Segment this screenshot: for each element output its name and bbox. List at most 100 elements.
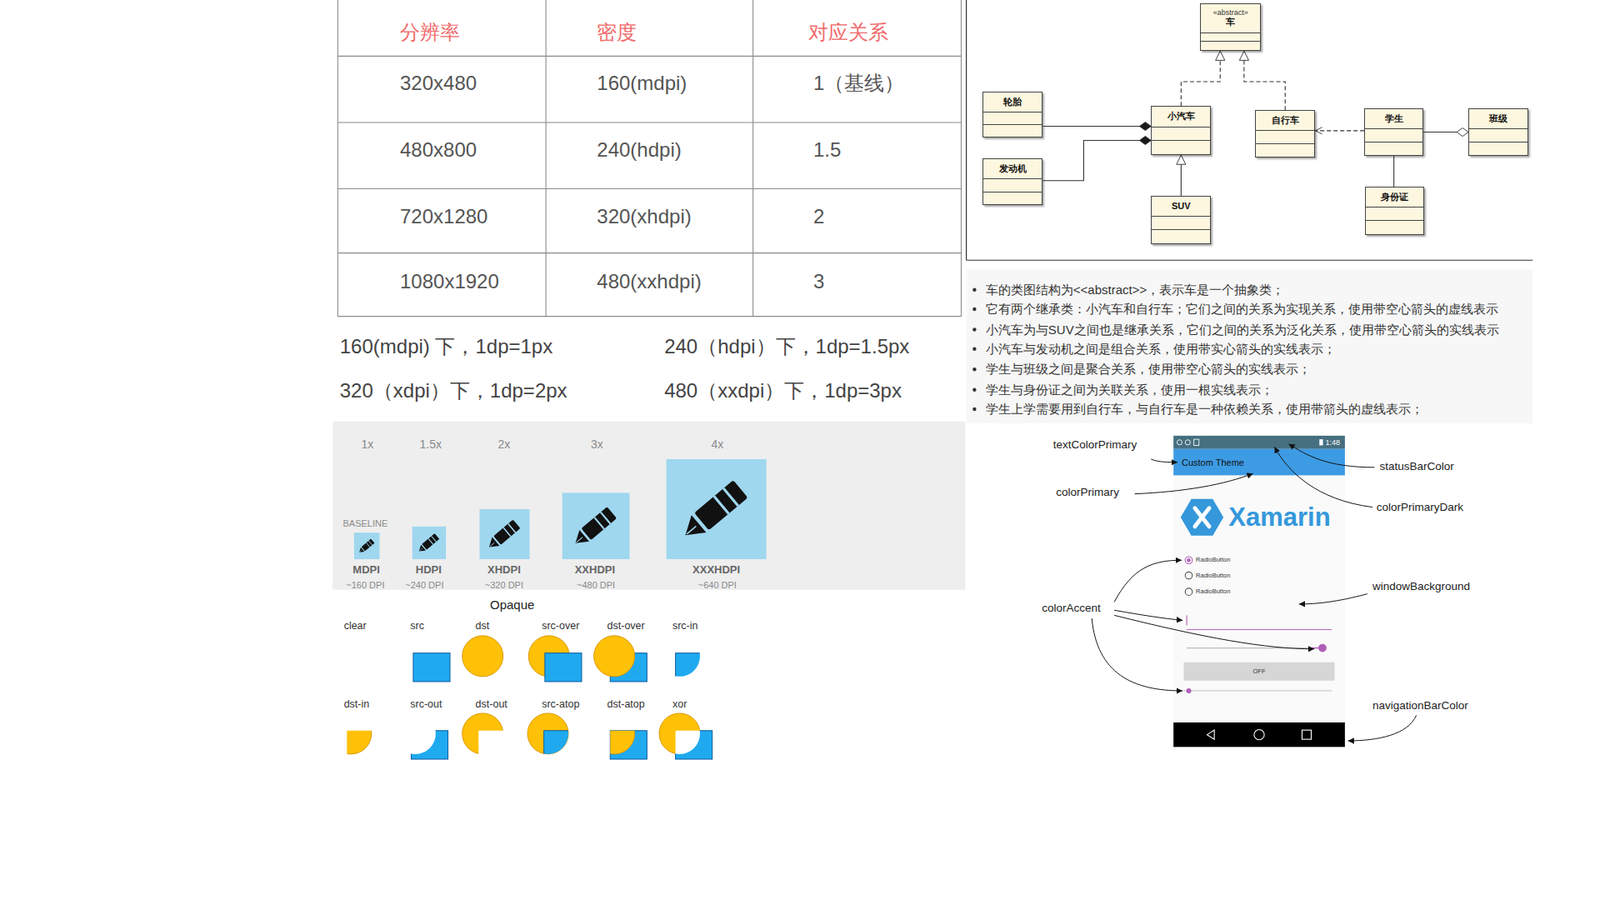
phone-screenshot — [1185, 571, 1193, 580]
class-header: 学生 — [1365, 109, 1423, 129]
phone-screenshot — [1176, 440, 1182, 445]
class-header: «abstract»车 — [1200, 4, 1260, 33]
note-line: 学生与身份证之间为关联关系，使用一根实线表示； — [985, 382, 1274, 397]
class-header: 自行车 — [1255, 110, 1315, 130]
scale-label: 4x — [710, 437, 724, 451]
class-compartment — [1365, 206, 1424, 220]
callout-label: statusBarColor — [1380, 460, 1455, 474]
dpi-value: ~480 DPI — [576, 579, 615, 590]
density-panel — [485, 520, 521, 552]
class-box: SUV — [1150, 195, 1211, 245]
class-name: 车 — [1225, 16, 1235, 28]
bucket-name: XHDPI — [487, 564, 521, 577]
class-compartment — [983, 124, 1042, 137]
leader-line — [1289, 444, 1375, 468]
callout-label: textColorPrimary — [1053, 438, 1138, 452]
leader-line — [1348, 715, 1417, 741]
class-box: 学生 — [1364, 108, 1424, 157]
class-name: 班级 — [1489, 113, 1508, 125]
leader-line — [1114, 560, 1182, 602]
uml-connector — [1042, 140, 1151, 180]
density-panel — [354, 532, 380, 560]
density-note: 240（hdpi）下，1dp=1.5px — [664, 335, 910, 360]
blend-samples — [462, 713, 504, 755]
stereotype-text: «abstract» — [1213, 8, 1249, 18]
class-compartment — [1200, 40, 1260, 50]
blend-name: dst-out — [475, 698, 508, 710]
leader-line — [1114, 610, 1183, 620]
uml-frame — [966, 260, 1534, 261]
phone-screenshot — [1186, 615, 1188, 625]
table-cell: 320x480 — [400, 72, 477, 96]
notes-panel — [972, 407, 976, 411]
notes-panel — [972, 288, 976, 292]
blend-name: src-atop — [541, 698, 580, 710]
uml-connector — [1423, 131, 1469, 133]
class-compartment — [1151, 126, 1210, 141]
class-compartment — [983, 111, 1042, 125]
phone-screenshot — [1173, 722, 1345, 747]
class-name: 发动机 — [999, 163, 1027, 175]
density-panel — [416, 533, 440, 555]
table-grid — [337, 252, 961, 254]
leader-line — [1091, 444, 1416, 741]
class-name: 学生 — [1385, 113, 1404, 125]
blend-samples — [462, 635, 504, 677]
note-line: 小汽车与发动机之间是组合关系，使用带实心箭头的实线表示； — [985, 341, 1336, 356]
phone-screenshot — [1186, 558, 1190, 562]
uml-connector — [1244, 50, 1285, 110]
density-note: 160(mdpi) 下，1dp=1px — [340, 335, 553, 360]
callout-label: windowBackground — [1372, 580, 1470, 594]
blend-samples — [410, 730, 448, 760]
column-header: 分辨率 — [400, 20, 460, 45]
blend-samples — [527, 713, 581, 760]
blend-name: src-out — [410, 698, 442, 710]
dpi-value: ~640 DPI — [698, 579, 737, 590]
callout-label: colorPrimary — [1055, 486, 1120, 500]
class-compartment — [1151, 215, 1210, 230]
class-name: 轮胎 — [1003, 96, 1022, 108]
leader-line — [1114, 615, 1315, 649]
scale-label: 1.5x — [420, 437, 442, 451]
phone-screenshot — [1194, 439, 1200, 445]
bucket-name: XXHDPI — [575, 564, 615, 577]
table-cell: 240(hdpi) — [596, 138, 681, 162]
column-header: 对应关系 — [808, 20, 889, 45]
class-compartment — [1469, 141, 1528, 155]
class-compartment — [1365, 141, 1423, 155]
phone-screenshot — [1301, 730, 1311, 740]
uml-connector — [1393, 155, 1395, 187]
phone-screenshot — [1185, 556, 1193, 565]
density-panel — [678, 480, 749, 544]
blend-name: src-in — [672, 619, 699, 631]
blend-samples — [594, 635, 648, 682]
blend-name: xor — [672, 698, 687, 710]
class-header: 发动机 — [983, 159, 1042, 179]
leader-line — [1274, 446, 1373, 507]
blend-title: Opaque — [490, 597, 535, 612]
class-box: 班级 — [1468, 108, 1529, 157]
class-header: 小汽车 — [1151, 106, 1210, 126]
blend-name: dst-over — [607, 619, 645, 631]
table-grid — [337, 188, 961, 190]
table-cell: 160(mdpi) — [596, 72, 687, 96]
scale-label: 3x — [590, 437, 604, 451]
phone-screenshot — [1173, 435, 1345, 747]
table-cell: 320(xhdpi) — [596, 205, 691, 229]
table-cell: 3 — [813, 270, 825, 294]
note-line: 小汽车为与SUV之间也是继承关系，它们之间的关系为泛化关系，使用带空心箭头的实线… — [985, 322, 1500, 337]
phone-screenshot — [1254, 730, 1265, 740]
bucket-name: MDPI — [352, 564, 380, 577]
blend-samples — [544, 730, 581, 760]
table-grid — [337, 315, 961, 317]
clock-text: 1:48 — [1325, 438, 1340, 447]
blend-samples — [659, 713, 713, 760]
note-line: 车的类图结构为<<abstract>>，表示车是一个抽象类； — [985, 282, 1285, 297]
baseline-tag: BASELINE — [342, 518, 388, 530]
callout-label: colorAccent — [1041, 601, 1101, 615]
dpi-value: ~320 DPI — [485, 579, 524, 590]
phone-screenshot — [1183, 662, 1335, 681]
table-cell: 720x1280 — [400, 205, 488, 229]
